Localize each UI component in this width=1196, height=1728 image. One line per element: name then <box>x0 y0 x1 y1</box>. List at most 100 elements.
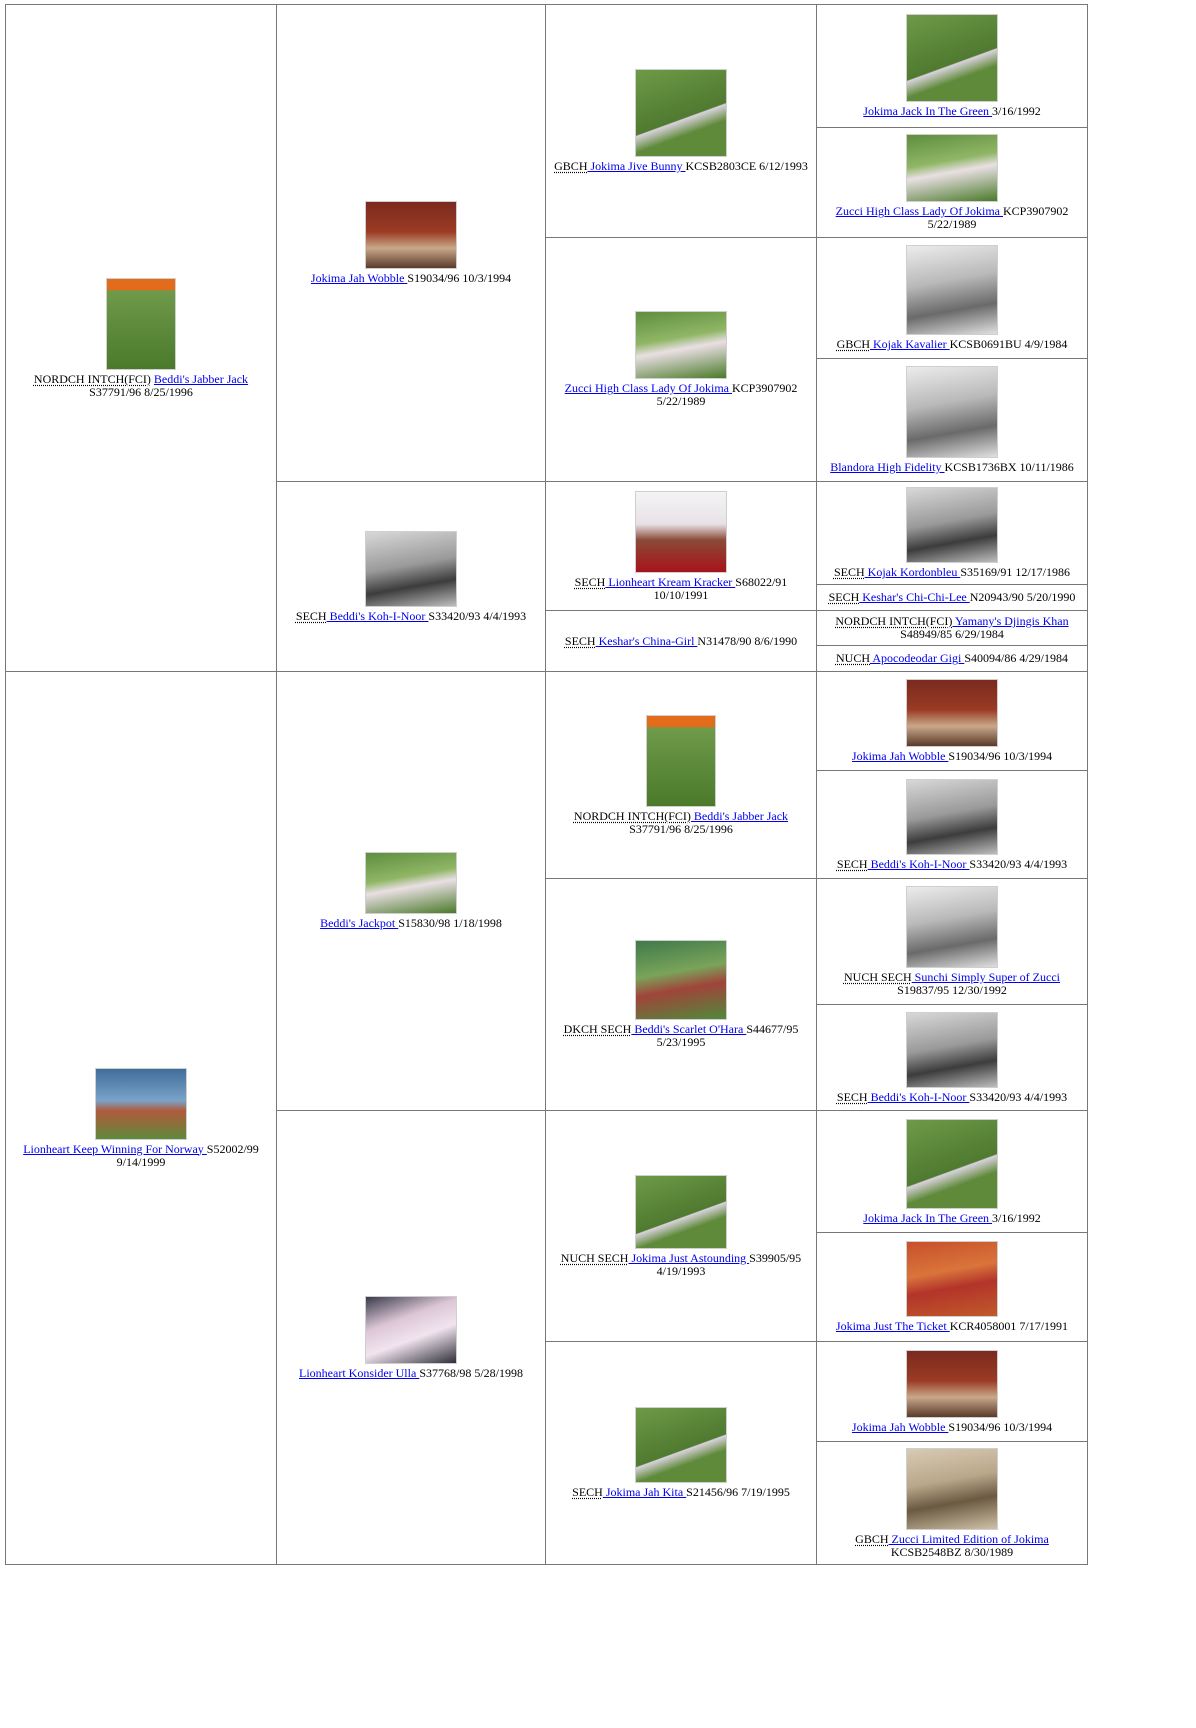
dog-photo <box>906 134 998 202</box>
pedigree-cell-gen4-6: SECH Keshar's Chi-Chi-Lee N20943/90 5/20… <box>816 584 1088 611</box>
dog-name-link[interactable]: Beddi's Koh-I-Noor <box>326 608 429 623</box>
pedigree-cell-gen4-10: SECH Beddi's Koh-I-Noor S33420/93 4/4/19… <box>816 770 1088 879</box>
dog-reg-info: S37791/96 8/25/1996 <box>629 821 733 836</box>
dog-reg-info: KCP3907902 5/22/1989 <box>927 204 1069 231</box>
dog-photo <box>906 245 998 335</box>
dog-name-link[interactable]: Kojak Kavalier <box>870 337 950 351</box>
dog-name-link[interactable]: Lionheart Konsider Ulla <box>299 1365 420 1380</box>
dog-name-link[interactable]: Blandora High Fidelity <box>830 460 945 474</box>
dog-name-link[interactable]: Keshar's China-Girl <box>595 633 698 648</box>
dog-title: NUCH SECH <box>560 1250 629 1265</box>
dog-title: SECH <box>572 1485 603 1499</box>
dog-photo <box>635 1174 727 1249</box>
dog-name-link[interactable]: Jokima Just Astounding <box>628 1250 750 1265</box>
dog-name-link[interactable]: Yamany's Djingis Khan <box>952 614 1069 628</box>
pedigree-cell-sire: NORDCH INTCH(FCI) Beddi's Jabber Jack S3… <box>5 4 277 672</box>
dog-reg-info: S44677/95 5/23/1995 <box>656 1022 799 1049</box>
pedigree-cell-gen4-16: GBCH Zucci Limited Edition of Jokima KCS… <box>816 1441 1088 1565</box>
dog-name-link[interactable]: Beddi's Koh-I-Noor <box>867 1089 970 1104</box>
dog-reg-info: S37791/96 8/25/1996 <box>89 384 193 399</box>
dog-photo <box>906 1241 998 1317</box>
dog-photo <box>906 366 998 458</box>
dog-photo <box>635 490 727 573</box>
dog-name-link[interactable]: Lionheart Keep Winning For Norway <box>23 1141 207 1156</box>
pedigree-cell-gen4-1: Jokima Jack In The Green 3/16/1992 <box>816 4 1088 128</box>
dog-name-link[interactable]: Beddi's Jabber Jack <box>153 371 249 386</box>
dog-photo <box>365 1295 457 1364</box>
dog-name-link[interactable]: Kojak Kordonbleu <box>864 565 961 579</box>
dog-photo <box>906 1011 998 1088</box>
dog-name-link[interactable]: Sunchi Simply Super of Zucci <box>911 970 1060 984</box>
dog-reg-info: S52002/99 9/14/1999 <box>116 1141 259 1169</box>
pedigree-cell-sdd: SECH Keshar's China-Girl N31478/90 8/6/1… <box>545 610 817 672</box>
dog-title: NUCH <box>835 651 870 665</box>
dog-name-link[interactable]: Jokima Jack In The Green <box>863 104 993 118</box>
pedigree-cell-gen4-8: NUCH Apocodeodar Gigi S40094/86 4/29/198… <box>816 645 1088 672</box>
dog-reg-info: 3/16/1992 <box>992 104 1041 118</box>
pedigree-cell-gen4-2: Zucci High Class Lady Of Jokima KCP39079… <box>816 127 1088 238</box>
dog-reg-info: S15830/98 1/18/1998 <box>398 916 502 930</box>
pedigree-cell-sd: SECH Beddi's Koh-I-Noor S33420/93 4/4/19… <box>276 481 546 672</box>
pedigree-cell-dd: Lionheart Konsider Ulla S37768/98 5/28/1… <box>276 1110 546 1565</box>
dog-reg-info: S35169/91 12/17/1986 <box>960 565 1071 579</box>
dog-title: NUCH SECH <box>843 970 912 984</box>
dog-photo <box>365 852 457 914</box>
pedigree-cell-gen4-15: Jokima Jah Wobble S19034/96 10/3/1994 <box>816 1341 1088 1442</box>
dog-name-link[interactable]: Zucci High Class Lady Of Jokima <box>835 204 1003 218</box>
dog-name-link[interactable]: Beddi's Jabber Jack <box>690 808 789 823</box>
pedigree-cell-gen4-14: Jokima Just The Ticket KCR4058001 7/17/1… <box>816 1232 1088 1342</box>
dog-title: GBCH <box>554 159 588 173</box>
dog-reg-info: KCSB2548BZ 8/30/1989 <box>890 1544 1014 1559</box>
pedigree-cell-dsd: DKCH SECH Beddi's Scarlet O'Hara S44677/… <box>545 878 817 1111</box>
dog-name-link[interactable]: Jokima Jah Kita <box>602 1485 687 1499</box>
dog-name-link[interactable]: Jokima Just The Ticket <box>835 1319 950 1333</box>
dog-name-link[interactable]: Jokima Jive Bunny <box>587 159 686 173</box>
dog-name-link[interactable]: Zucci High Class Lady Of Jokima <box>564 381 732 395</box>
dog-photo <box>906 778 998 855</box>
dog-name-link[interactable]: Lionheart Kream Kracker <box>605 574 736 589</box>
dog-name-link[interactable]: Jokima Jah Wobble <box>851 749 949 763</box>
dog-reg-info: KCR4058001 7/17/1991 <box>949 1319 1069 1333</box>
dog-reg-info: S48949/85 6/29/1984 <box>900 627 1004 641</box>
dog-name-link[interactable]: Jokima Jack In The Green <box>863 1210 993 1225</box>
dog-name-link[interactable]: Zucci Limited Edition of Jokima <box>888 1531 1049 1546</box>
dog-reg-info: S19034/96 10/3/1994 <box>948 1419 1053 1434</box>
dog-reg-info: S21456/96 7/19/1995 <box>686 1485 790 1499</box>
dog-photo <box>106 277 176 370</box>
dog-title: SECH <box>574 574 606 589</box>
dog-name-link[interactable]: Jokima Jah Wobble <box>310 271 408 285</box>
dog-name-link[interactable]: Beddi's Jackpot <box>320 916 399 930</box>
pedigree-cell-gen4-7: NORDCH INTCH(FCI) Yamany's Djingis Khan … <box>816 610 1088 646</box>
dog-reg-info: S39905/95 4/19/1993 <box>656 1250 802 1278</box>
pedigree-cell-gen4-12: SECH Beddi's Koh-I-Noor S33420/93 4/4/19… <box>816 1004 1088 1111</box>
dog-photo <box>906 679 998 747</box>
dog-photo <box>365 201 457 269</box>
dog-reg-info: N20943/90 5/20/1990 <box>969 590 1076 604</box>
dog-title: GBCH <box>836 337 870 351</box>
pedigree-cell-gen4-11: NUCH SECH Sunchi Simply Super of Zucci S… <box>816 878 1088 1005</box>
pedigree-cell-dam: Lionheart Keep Winning For Norway S52002… <box>5 671 277 1565</box>
dog-title: NORDCH INTCH(FCI) <box>835 614 953 628</box>
pedigree-cell-gen4-3: GBCH Kojak Kavalier KCSB0691BU 4/9/1984 <box>816 237 1088 359</box>
dog-name-link[interactable]: Apocodeodar Gigi <box>870 651 965 665</box>
dog-reg-info: KCP3907902 5/22/1989 <box>656 381 798 408</box>
dog-photo <box>906 14 998 102</box>
dog-reg-info: S37768/98 5/28/1998 <box>419 1365 523 1380</box>
dog-title: SECH <box>295 608 327 623</box>
pedigree-cell-sds: SECH Lionheart Kream Kracker S68022/91 1… <box>545 481 817 611</box>
pedigree-cell-ssd: Zucci High Class Lady Of Jokima KCP39079… <box>545 237 817 482</box>
dog-name-link[interactable]: Beddi's Koh-I-Noor <box>867 856 970 871</box>
dog-name-link[interactable]: Beddi's Scarlet O'Hara <box>631 1022 747 1036</box>
pedigree-cell-ds: Beddi's Jackpot S15830/98 1/18/1998 <box>276 671 546 1111</box>
dog-photo <box>635 69 727 157</box>
pedigree-cell-dss: NORDCH INTCH(FCI) Beddi's Jabber Jack S3… <box>545 671 817 879</box>
dog-photo <box>635 940 727 1020</box>
dog-reg-info: S68022/91 10/10/1991 <box>653 574 788 602</box>
dog-reg-info: S19837/95 12/30/1992 <box>897 983 1007 997</box>
pedigree-cell-gen4-5: SECH Kojak Kordonbleu S35169/91 12/17/19… <box>816 481 1088 585</box>
dog-reg-info: S33420/93 4/4/1993 <box>969 1089 1068 1104</box>
dog-name-link[interactable]: Keshar's Chi-Chi-Lee <box>859 590 970 604</box>
dog-name-link[interactable]: Jokima Jah Wobble <box>851 1419 949 1434</box>
dog-title: SECH <box>828 590 860 604</box>
pedigree-cell-dds: NUCH SECH Jokima Just Astounding S39905/… <box>545 1110 817 1342</box>
